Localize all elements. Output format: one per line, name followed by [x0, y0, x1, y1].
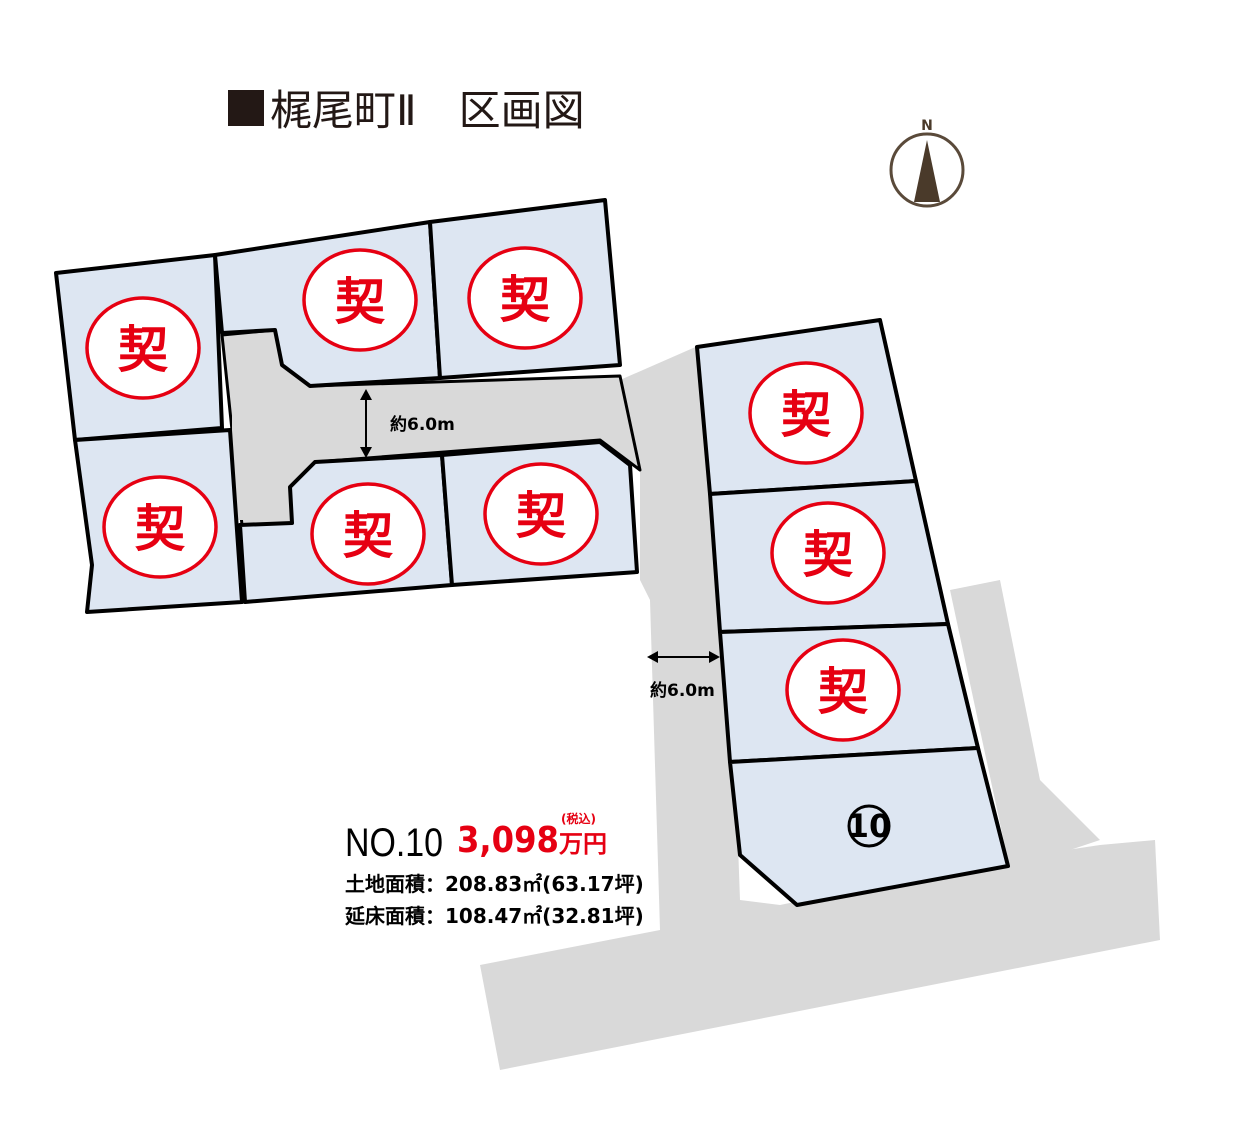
title-square-mark — [228, 90, 264, 126]
main-road-width-dimension: 約6.0m — [647, 651, 720, 701]
sold-stamp-lot-3: 契 — [302, 248, 418, 352]
stamp-label: 契 — [500, 271, 551, 329]
cul-de-sac-fill — [232, 340, 282, 520]
title-text: 梶尾町Ⅱ 区画図 — [270, 86, 585, 135]
listing-number: NO.10 — [345, 821, 443, 865]
compass-label: N — [921, 118, 933, 134]
main-road-width-label: 約6.0m — [650, 680, 715, 701]
listing-info: NO.10 3,098 (税込) 万円 土地面積：208.83㎡(63.17坪)… — [344, 811, 644, 928]
page-title: 梶尾町Ⅱ 区画図 — [228, 86, 585, 135]
stamp-label: 契 — [118, 321, 169, 379]
sold-stamp-lot-7: 契 — [748, 361, 864, 465]
listing-price-unit: 万円 — [559, 830, 607, 858]
stamp-label: 契 — [803, 526, 854, 584]
lot-10-number: 10 — [847, 804, 892, 848]
stamp-label: 契 — [135, 500, 186, 558]
stamp-label: 契 — [335, 273, 386, 331]
sold-stamp-lot-5: 契 — [310, 482, 426, 586]
sold-stamp-lot-2: 契 — [102, 475, 218, 579]
lot-10-label: 10 — [847, 807, 892, 845]
sold-stamp-lot-8: 契 — [770, 501, 886, 605]
stamp-label: 契 — [343, 507, 394, 565]
main-road — [480, 345, 1160, 1070]
land-area: 土地面積：208.83㎡(63.17坪) — [345, 872, 644, 896]
stamp-label: 契 — [781, 386, 832, 444]
lot-10 — [728, 746, 1010, 907]
sold-stamp-lot-6: 契 — [483, 462, 599, 566]
stamp-label: 契 — [818, 663, 869, 721]
listing-price: 3,098 — [457, 820, 559, 861]
sold-stamp-lot-1: 契 — [85, 296, 201, 400]
compass-needle — [914, 140, 940, 202]
sold-stamp-lot-4: 契 — [467, 246, 583, 350]
north-arrow-icon: N — [889, 118, 965, 208]
listing-tax-note: (税込) — [561, 811, 596, 826]
floor-area: 延床面積：108.47㎡(32.81坪) — [344, 904, 644, 928]
sold-stamp-lot-9: 契 — [785, 638, 901, 742]
side-road — [950, 580, 1100, 870]
cul-de-sac-width-label: 約6.0m — [390, 414, 455, 435]
compass-ring — [889, 132, 965, 208]
cul-de-sac-width-dimension: 約6.0m — [360, 389, 455, 458]
stamp-label: 契 — [516, 487, 567, 545]
